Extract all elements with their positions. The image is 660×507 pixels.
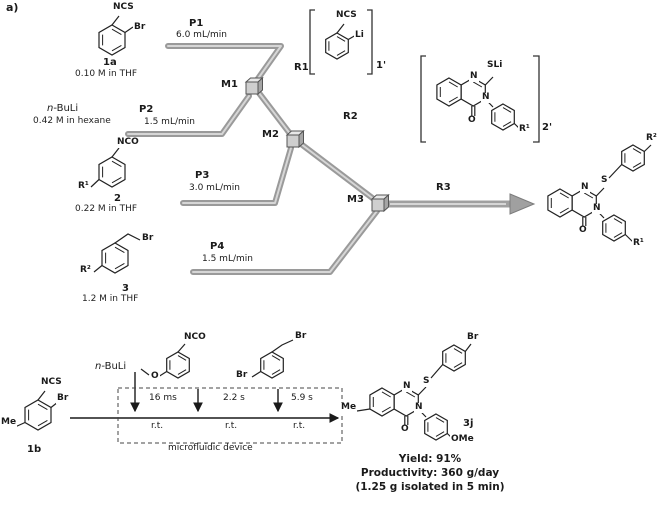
tube-r1 bbox=[256, 90, 294, 138]
b-nbuli-n: n bbox=[95, 361, 102, 372]
structure-pmp-isocyanate bbox=[140, 343, 190, 379]
s3-id: 3 bbox=[122, 283, 129, 294]
yield-text: Yield: 91% bbox=[398, 453, 462, 465]
s2-r1-label: R¹ bbox=[77, 181, 90, 192]
pump-p4-rate: 1.5 mL/min bbox=[202, 254, 253, 264]
s1b-id: 1b bbox=[27, 444, 42, 455]
reaction-arrows bbox=[70, 372, 340, 423]
i2-sli-label: SLi bbox=[486, 60, 504, 71]
p3j-br-label: Br bbox=[466, 332, 480, 343]
product-structure-top bbox=[547, 144, 652, 244]
pump-p2-rate: 1.5 mL/min bbox=[144, 117, 195, 127]
p3j-s-label: S bbox=[422, 376, 431, 387]
nbuli-n: n bbox=[47, 103, 54, 114]
prodtop-r1-label: R¹ bbox=[632, 238, 645, 249]
tube-p1 bbox=[165, 43, 284, 83]
pump-p1-rate: 6.0 mL/min bbox=[176, 30, 227, 40]
tube-p3 bbox=[180, 145, 294, 206]
p3j-o-label: O bbox=[400, 424, 410, 435]
time-2: 2.2 s bbox=[223, 393, 245, 403]
microfluidic-device-box bbox=[117, 387, 343, 444]
iso-nco-label: NCO bbox=[183, 332, 207, 343]
rt-1: r.t. bbox=[151, 421, 164, 431]
pump-p3-rate: 3.0 mL/min bbox=[189, 183, 240, 193]
rt-3: r.t. bbox=[293, 421, 306, 431]
mixer-m3-label: M3 bbox=[347, 194, 364, 205]
pump-p1-label: P1 bbox=[189, 18, 204, 29]
p3j-id: 3j bbox=[463, 418, 474, 429]
i1-id: 1' bbox=[376, 60, 387, 71]
pump-p4-label: P4 bbox=[210, 241, 225, 252]
structure-1b bbox=[14, 390, 59, 431]
s1a-conc: 0.10 M in THF bbox=[75, 69, 138, 79]
s1a-id: 1a bbox=[103, 57, 117, 68]
time-1: 16 ms bbox=[149, 393, 177, 403]
tube-r3-arrow bbox=[388, 193, 536, 215]
mixer-m1-cube bbox=[245, 77, 263, 95]
tube-p2 bbox=[125, 93, 252, 137]
mixer-m3-cube bbox=[371, 194, 389, 212]
intermediate-1prime bbox=[309, 9, 373, 75]
i2-n3-label: N bbox=[481, 92, 491, 103]
productivity-text: Productivity: 360 g/day bbox=[360, 467, 500, 479]
b-nbuli-label: n-BuLi bbox=[95, 361, 126, 372]
i1-ncs-label: NCS bbox=[335, 10, 358, 21]
residence-r2-label: R2 bbox=[343, 111, 358, 122]
nbuli-conc: 0.42 M in hexane bbox=[33, 116, 111, 126]
i2-r1-label: R¹ bbox=[518, 124, 531, 135]
nbuli-label: n-BuLi bbox=[47, 103, 78, 114]
residence-r3-label: R3 bbox=[436, 182, 451, 193]
mixer-m2-label: M2 bbox=[262, 129, 279, 140]
i2-n1-label: N bbox=[469, 71, 479, 82]
tube-p4 bbox=[190, 208, 380, 275]
structure-bromobenzyl-bromide bbox=[251, 339, 294, 379]
i2-o-label: O bbox=[467, 115, 477, 126]
prodtop-n3-label: N bbox=[592, 203, 602, 214]
panel-a-label: a) bbox=[6, 1, 19, 14]
p3j-n3-label: N bbox=[414, 402, 424, 413]
s3-conc: 1.2 M in THF bbox=[82, 294, 139, 304]
p3j-me-label: Me bbox=[340, 402, 358, 413]
pump-p2-label: P2 bbox=[139, 104, 154, 115]
iso-o-label: O bbox=[150, 371, 160, 382]
s3-br-label: Br bbox=[141, 233, 155, 244]
p3j-n1-label: N bbox=[402, 381, 412, 392]
pump-p3-label: P3 bbox=[195, 170, 210, 181]
prodtop-r2-label: R² bbox=[645, 133, 658, 144]
isolated-text: (1.25 g isolated in 5 min) bbox=[355, 481, 505, 493]
mixer-m2-cube bbox=[286, 130, 304, 148]
s3-r2-label: R² bbox=[79, 265, 92, 276]
tube-r2 bbox=[298, 141, 378, 203]
residence-r1-label: R1 bbox=[294, 62, 309, 73]
bnbr-br-ring-label: Br bbox=[235, 370, 249, 381]
p3j-ome-label: OMe bbox=[450, 434, 475, 445]
prodtop-o-label: O bbox=[578, 225, 588, 236]
s1b-ncs-label: NCS bbox=[40, 377, 63, 388]
structure-1a bbox=[98, 15, 134, 56]
bnbr-br-top-label: Br bbox=[294, 331, 308, 342]
s1a-ncs-label: NCS bbox=[112, 2, 135, 13]
s2-nco-label: NCO bbox=[116, 137, 140, 148]
device-label: microfluidic device bbox=[168, 443, 253, 453]
time-3: 5.9 s bbox=[291, 393, 313, 403]
b-nbuli-rest: -BuLi bbox=[101, 361, 127, 372]
results-block: Yield: 91% Productivity: 360 g/day (1.25… bbox=[330, 452, 530, 494]
prodtop-n1-label: N bbox=[580, 182, 590, 193]
product-structure-3j bbox=[356, 343, 472, 441]
prodtop-s-label: S bbox=[600, 175, 609, 186]
s1a-br-label: Br bbox=[133, 22, 147, 33]
s1b-me-label: Me bbox=[0, 417, 18, 428]
i2-id: 2' bbox=[542, 122, 553, 133]
rt-2: r.t. bbox=[225, 421, 238, 431]
s2-conc: 0.22 M in THF bbox=[75, 204, 138, 214]
s2-id: 2 bbox=[114, 193, 121, 204]
structure-2 bbox=[90, 147, 126, 188]
s1b-br-label: Br bbox=[56, 393, 70, 404]
mixer-m1-label: M1 bbox=[221, 79, 238, 90]
nbuli-rest: -BuLi bbox=[53, 103, 79, 114]
structure-3 bbox=[93, 233, 141, 274]
i1-li-label: Li bbox=[354, 30, 365, 41]
